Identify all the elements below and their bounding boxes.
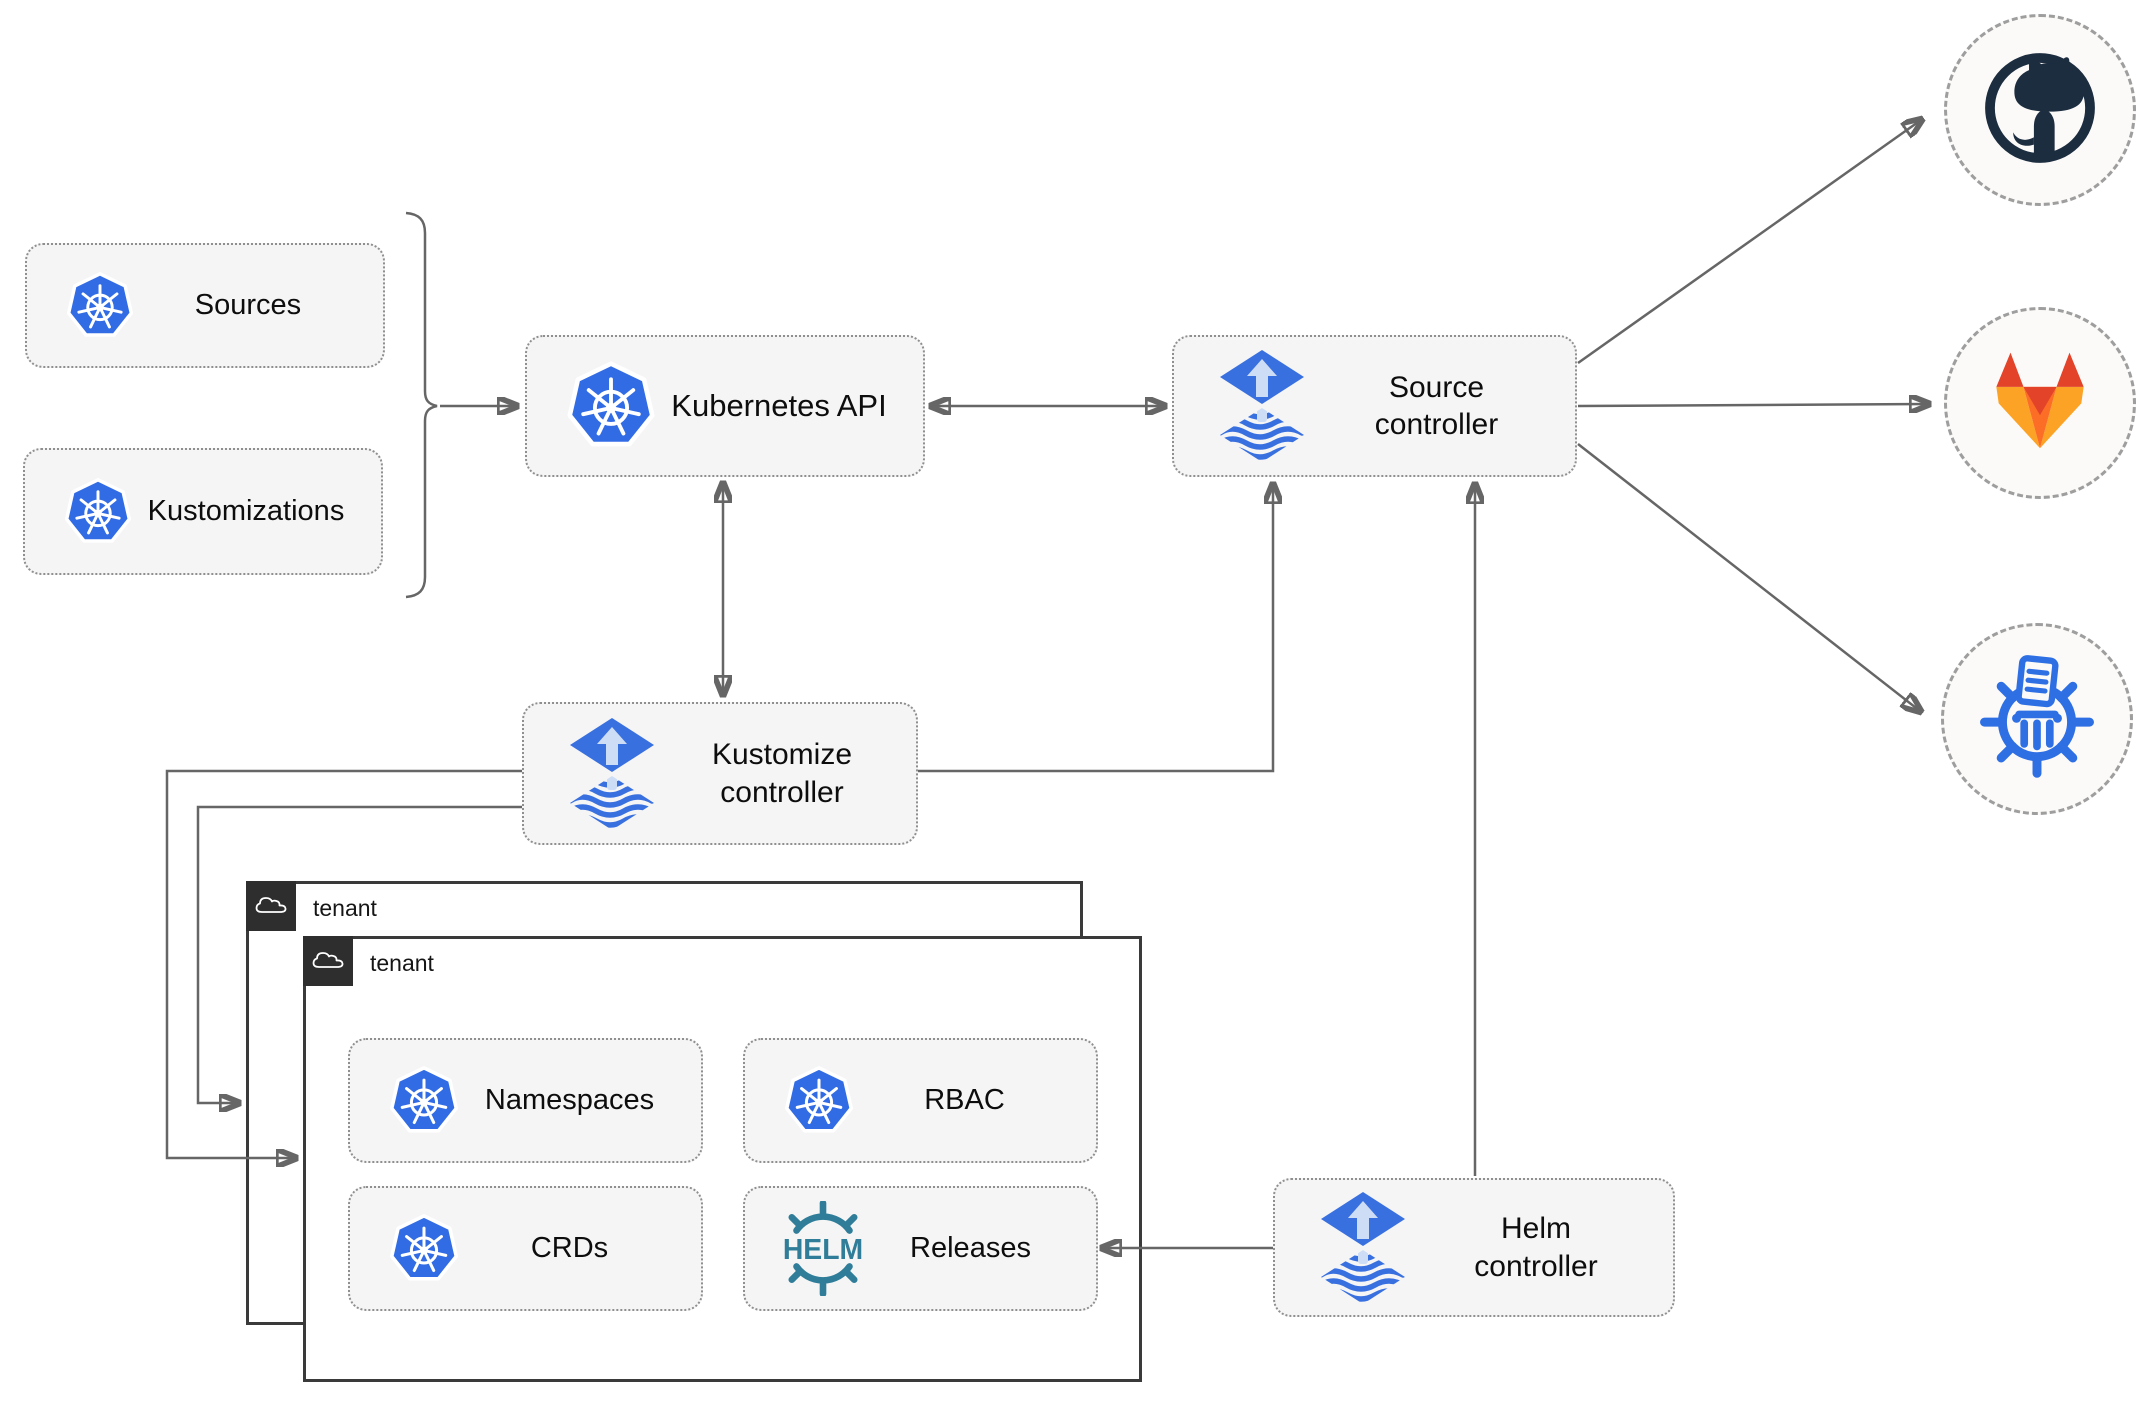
- node-releases-label: Releases: [910, 1232, 1031, 1265]
- node-crds-label: CRDs: [530, 1232, 609, 1265]
- edge-source-controller-to-helm-repository: [1577, 443, 1920, 711]
- tenant-tab: [303, 936, 353, 986]
- helm-chart-repository-target: [1941, 623, 2133, 815]
- helm-chart-repository-icon: [1973, 653, 2101, 786]
- node-source-controller: Source controller: [1172, 335, 1577, 477]
- kubernetes-icon: [65, 271, 135, 341]
- kubernetes-icon: [388, 1065, 460, 1137]
- edge-source-controller-to-github: [1577, 120, 1921, 365]
- gitlab-icon: [1981, 349, 2099, 458]
- node-namespaces-label: Namespaces: [484, 1084, 655, 1117]
- node-kubernetes-api-label: Kubernetes API: [671, 387, 887, 423]
- helm-icon: HELM: [771, 1201, 875, 1296]
- edge-kustomize-controller-to-source-controller: [918, 485, 1273, 773]
- node-kustomizations-label: Kustomizations: [147, 495, 345, 528]
- kubernetes-icon: [63, 477, 133, 547]
- node-rbac: RBAC: [743, 1038, 1098, 1163]
- tenant-box-inner: tenant Namespaces RBAC CRDs: [303, 936, 1142, 1382]
- github-target: [1944, 14, 2136, 206]
- node-sources: Sources: [25, 243, 385, 368]
- tenant-inner-label: tenant: [370, 950, 434, 976]
- node-kustomize-controller: Kustomize controller: [522, 702, 918, 845]
- edge-source-controller-to-gitlab: [1577, 404, 1928, 406]
- flux-icon: [562, 718, 662, 830]
- node-rbac-label: RBAC: [924, 1084, 1005, 1117]
- flux-icon: [1212, 350, 1312, 462]
- kubernetes-icon: [565, 360, 657, 452]
- node-namespaces: Namespaces: [348, 1038, 703, 1163]
- kubernetes-icon: [388, 1213, 460, 1285]
- node-helm-controller-label: Helm controller: [1474, 1212, 1598, 1283]
- tenant-tab: [246, 881, 296, 931]
- kubernetes-icon: [783, 1065, 855, 1137]
- tenant-outer-label: tenant: [313, 895, 377, 921]
- brace-sources-group: [405, 211, 438, 599]
- node-source-controller-label: Source controller: [1374, 370, 1499, 442]
- helm-logo-text: HELM: [783, 1234, 863, 1266]
- node-sources-label: Sources: [194, 289, 302, 322]
- gitlab-target: [1944, 307, 2136, 499]
- github-icon: [1979, 47, 2101, 174]
- node-kustomize-controller-label: Kustomize controller: [711, 738, 853, 809]
- node-kubernetes-api: Kubernetes API: [525, 335, 925, 477]
- node-releases: HELM Releases: [743, 1186, 1098, 1311]
- node-kustomizations: Kustomizations: [23, 448, 383, 575]
- node-helm-controller: Helm controller: [1273, 1178, 1675, 1317]
- cloud-icon: [310, 946, 346, 977]
- cloud-icon: [253, 891, 289, 922]
- node-crds: CRDs: [348, 1186, 703, 1311]
- flux-icon: [1313, 1192, 1413, 1304]
